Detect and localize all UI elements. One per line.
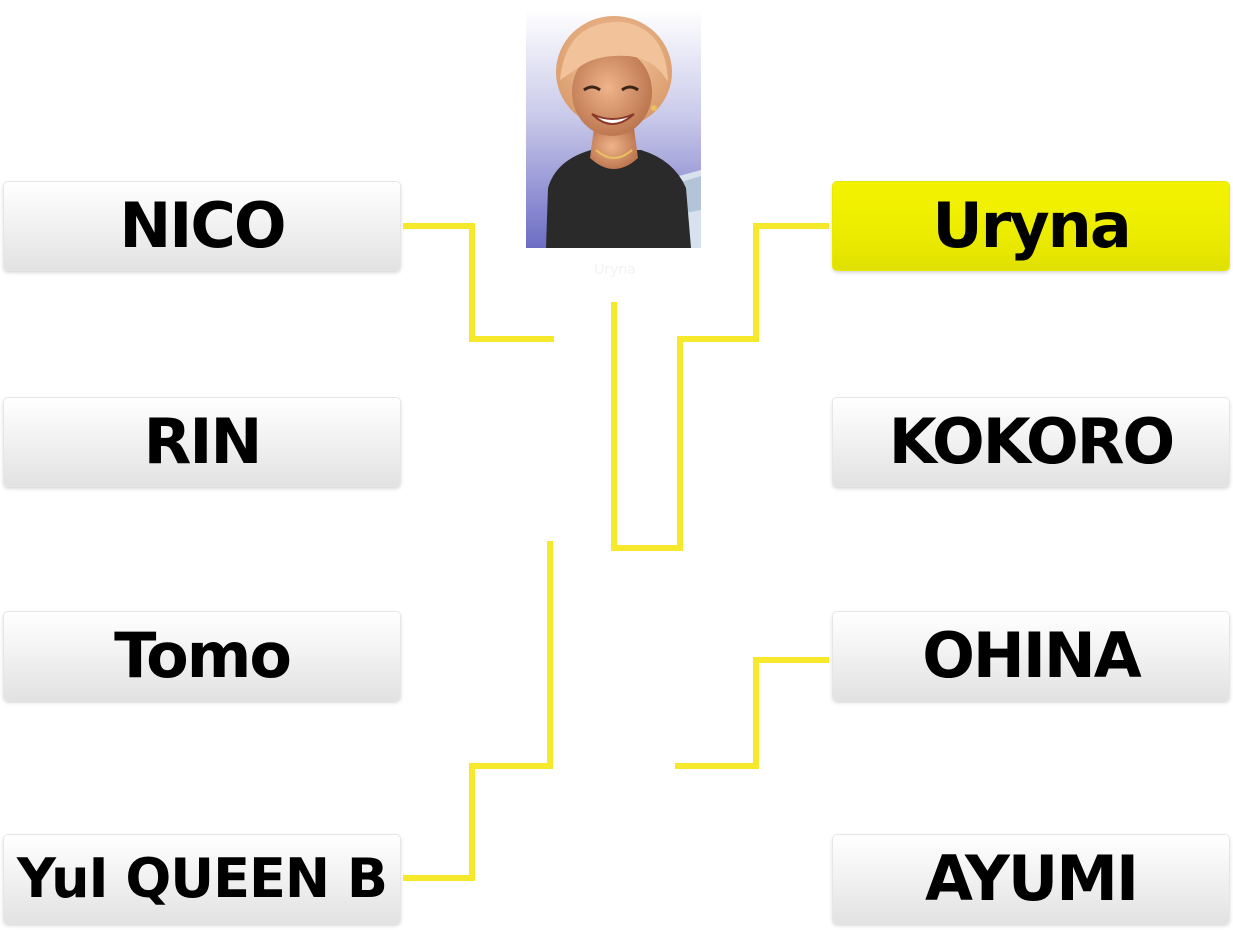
player-box-tomo: Tomo: [4, 612, 400, 700]
player-box-ohina: OHINA: [833, 612, 1229, 700]
player-box-uryna-winner: Uryna: [833, 182, 1229, 270]
player-name: Uryna: [932, 189, 1131, 262]
player-name: KOKORO: [888, 405, 1175, 478]
player-name: RIN: [143, 405, 263, 478]
champion-portrait-icon: [526, 10, 701, 248]
player-name: OHINA: [922, 619, 1142, 692]
bracket-line-uryna: [611, 223, 829, 551]
player-box-kokoro: KOKORO: [833, 398, 1229, 486]
player-box-yui-queen-b: YuI QUEEN B: [4, 835, 400, 923]
player-name: AYUMI: [924, 842, 1139, 915]
player-name: Tomo: [114, 619, 292, 692]
player-box-ayumi: AYUMI: [833, 835, 1229, 923]
champion-caption: Uryna: [594, 262, 636, 278]
player-box-nico: NICO: [4, 182, 400, 270]
bracket-line-yui: [403, 541, 553, 881]
bracket-line-ohina: [675, 657, 829, 769]
champion-photo: [526, 10, 701, 248]
bracket-line-nico: [403, 223, 554, 342]
player-name: YuI QUEEN B: [16, 847, 388, 910]
player-box-rin: RIN: [4, 398, 400, 486]
player-name: NICO: [119, 189, 286, 262]
